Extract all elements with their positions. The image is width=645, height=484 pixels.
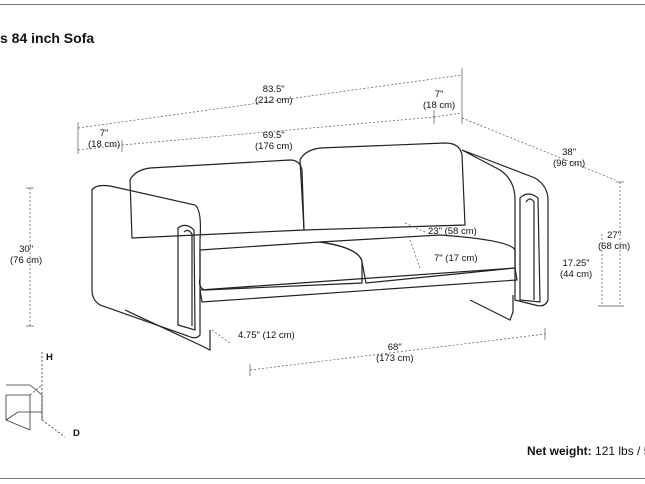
- top-divider: [0, 4, 645, 5]
- dimension-ticks: [26, 68, 624, 376]
- base-rail: [199, 267, 518, 303]
- dim-overall-width: 83.5" (212 cm): [255, 84, 292, 106]
- dim-overall-width-in: 83.5": [262, 84, 285, 95]
- dim-arm-height-in: 27": [607, 230, 622, 241]
- dim-base-width-in: 68": [387, 342, 402, 353]
- left-arm-channel: [177, 224, 196, 331]
- dim-arm-right-in: 7": [434, 89, 444, 100]
- dim-arm-left-cm: (18 cm): [88, 139, 121, 150]
- dim-cushion-thickness: 7" (17 cm): [434, 253, 478, 264]
- axis-label-h: H: [46, 352, 53, 363]
- back-cushion-right: [299, 142, 466, 231]
- dim-seat-depth: 23" (58 cm): [428, 226, 477, 237]
- dim-height-in: 30": [19, 244, 34, 255]
- left-leg: [124, 309, 211, 351]
- dim-arm-left-in: 7": [99, 128, 109, 139]
- dim-inner-width-cm: (176 cm): [255, 141, 293, 152]
- net-weight: Net weight: 121 lbs / 5: [527, 444, 645, 458]
- dim-leg-height: 4.75" (12 cm): [238, 330, 295, 341]
- dim-arm-left: 7" (18 cm): [88, 128, 120, 150]
- dim-seat-height: 17.25" (44 cm): [560, 258, 592, 280]
- dim-depth-cm: (96 cm): [553, 158, 586, 169]
- dim-arm-right: 7" (18 cm): [423, 89, 455, 111]
- dim-overall-width-cm: (212 cm): [255, 95, 293, 106]
- sofa-outline: [91, 142, 549, 351]
- right-arm: [461, 149, 549, 307]
- dim-base-width-cm: (173 cm): [376, 353, 414, 364]
- dim-seat-height-in: 17.25": [562, 258, 590, 269]
- dim-depth-in: 38": [562, 147, 577, 158]
- dim-seat-height-cm: (44 cm): [560, 269, 593, 280]
- product-title: s 84 inch Sofa: [0, 30, 95, 46]
- dim-base-width: 68" (173 cm): [376, 342, 413, 364]
- dim-height: 30" (76 cm): [10, 244, 42, 266]
- net-weight-value: 121 lbs / 5: [595, 444, 645, 458]
- dim-inner-width-in: 69.5": [262, 130, 285, 141]
- axis-label-d: D: [73, 428, 80, 439]
- net-weight-label: Net weight:: [527, 444, 592, 458]
- back-cushion-left: [129, 159, 305, 239]
- right-leg: [469, 295, 514, 321]
- seat-cushion-left: [198, 241, 363, 291]
- dim-inner-width: 69.5" (176 cm): [255, 130, 292, 152]
- dim-height-cm: (76 cm): [10, 255, 43, 266]
- axis-cube: [5, 352, 66, 438]
- right-arm-channel: [519, 193, 541, 303]
- dim-arm-height-cm: (68 cm): [598, 241, 631, 252]
- seat-cushion-right: [319, 234, 516, 284]
- dim-depth: 38" (96 cm): [553, 147, 585, 169]
- dim-arm-height: 27" (68 cm): [598, 230, 630, 252]
- left-arm: [91, 184, 202, 339]
- bottom-divider: [0, 478, 645, 479]
- dimension-lines: [29, 74, 621, 371]
- dim-arm-right-cm: (18 cm): [423, 100, 456, 111]
